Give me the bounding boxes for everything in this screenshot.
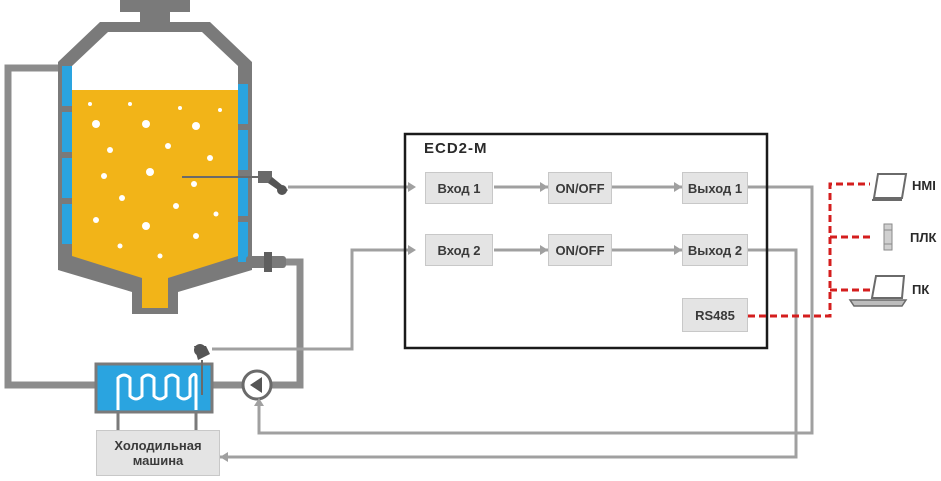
plc-label: ПЛК	[910, 230, 937, 245]
arrowheads	[220, 182, 682, 462]
chiller-block: Холодильная машина	[96, 430, 220, 476]
heat-exchanger-icon	[94, 362, 214, 430]
input-2-block: Вход 2	[425, 234, 493, 266]
input-1-block: Вход 1	[425, 172, 493, 204]
signal-lines	[212, 185, 814, 459]
tank-icon	[58, 0, 286, 314]
output-1-block: Выход 1	[682, 172, 748, 204]
output-2-block: Выход 2	[682, 234, 748, 266]
temperature-sensor-icon	[194, 344, 210, 395]
temperature-sensor-icon	[182, 171, 288, 195]
monitor-icon	[872, 173, 908, 201]
hmi-label: HMI	[912, 178, 936, 193]
laptop-icon	[848, 275, 908, 307]
onoff-1-block: ON/OFF	[548, 172, 612, 204]
rs485-block: RS485	[682, 298, 748, 332]
pc-label: ПК	[912, 282, 930, 297]
controller-title: ECD2-M	[424, 140, 488, 157]
rs485-bus	[748, 182, 870, 318]
plc-module-icon	[883, 223, 893, 251]
controller-frame	[403, 132, 769, 350]
onoff-2-block: ON/OFF	[548, 234, 612, 266]
pump-icon	[241, 369, 273, 401]
